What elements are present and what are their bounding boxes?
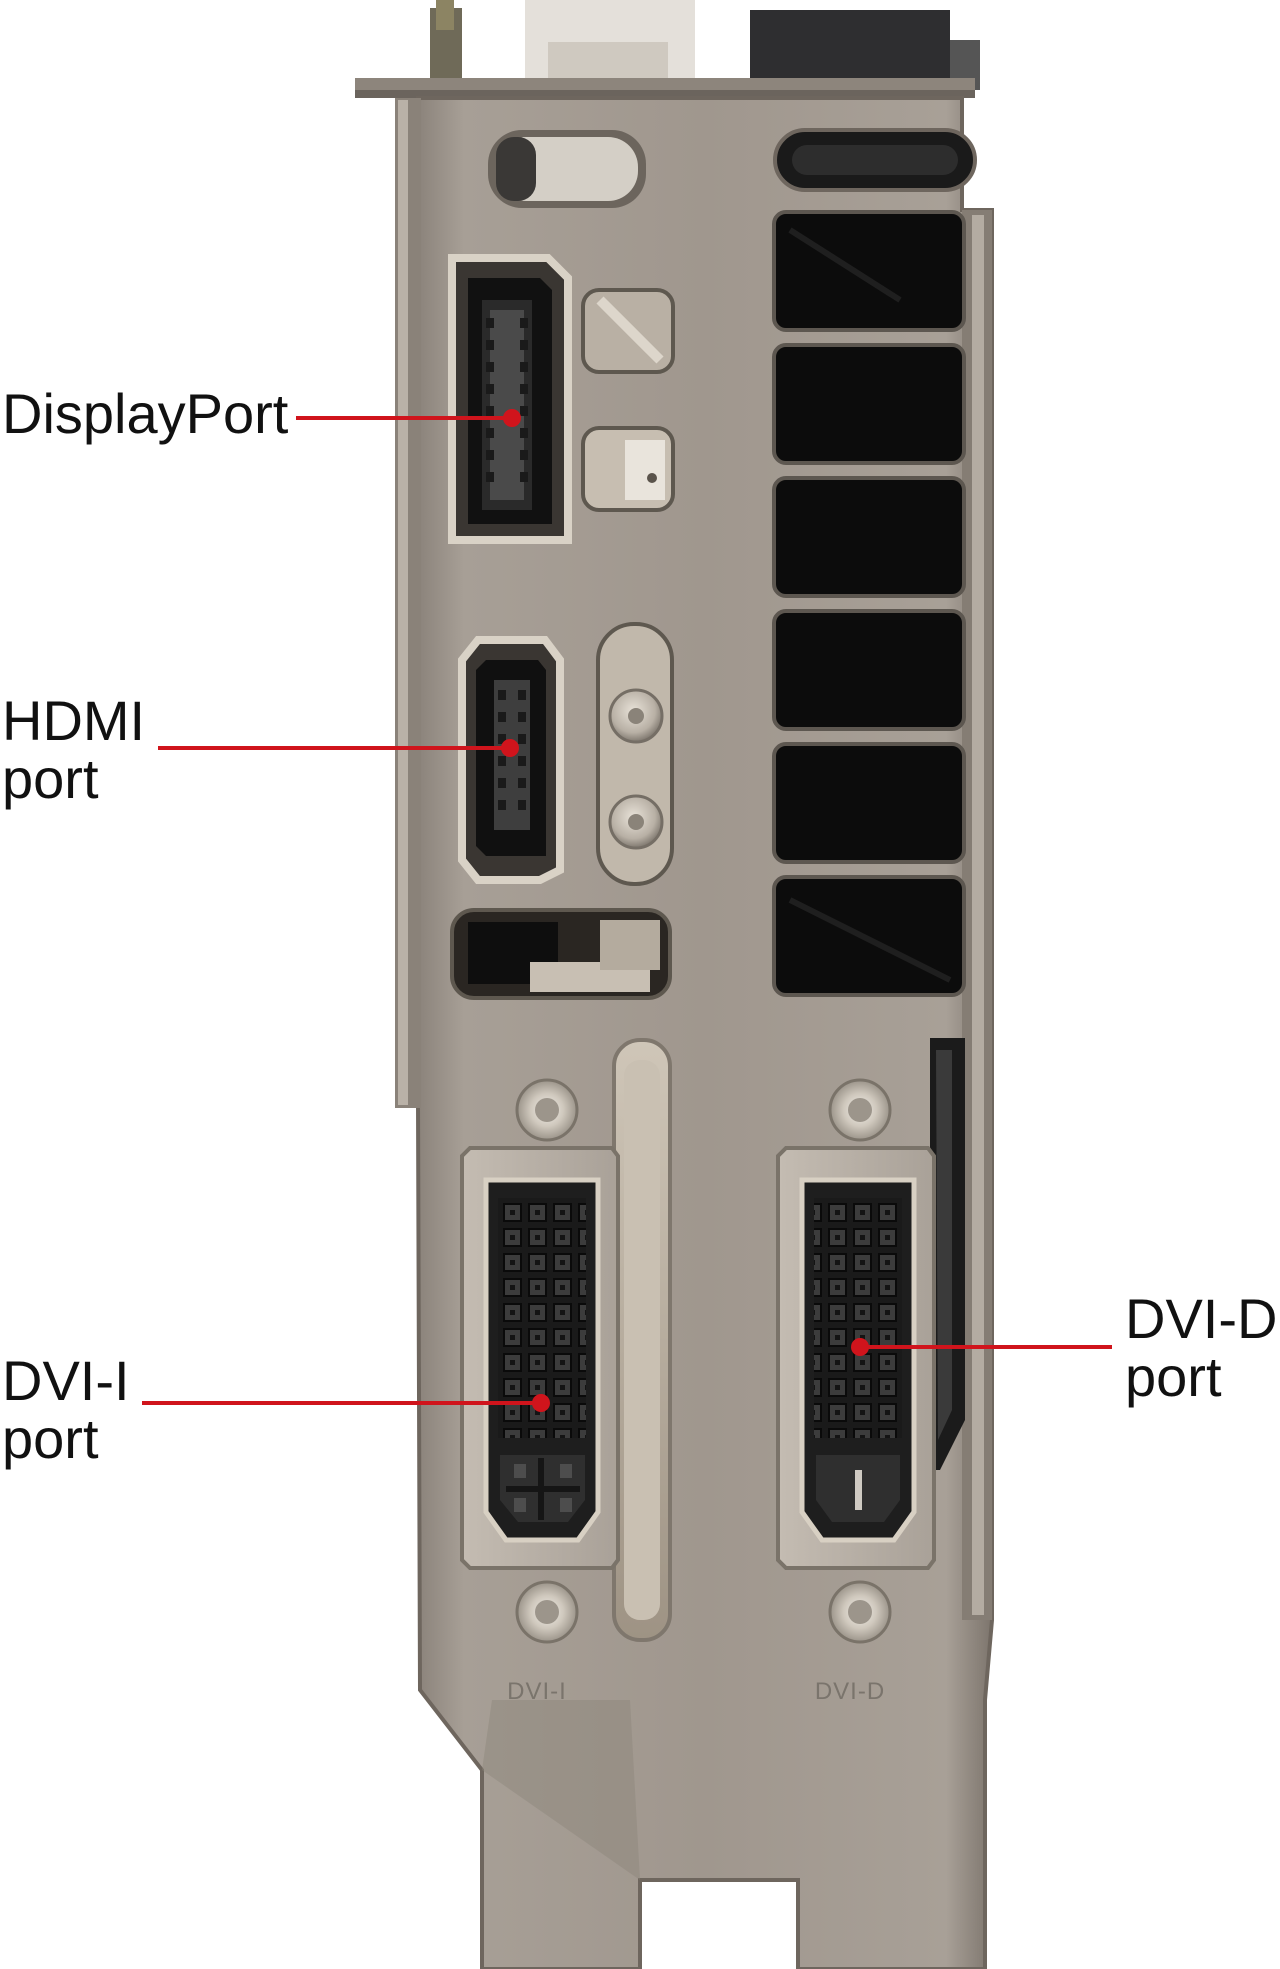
engraving-dvi-d: DVI-D xyxy=(815,1678,885,1705)
dvi-d-label-line2: port xyxy=(1125,1345,1222,1408)
hdmi-label-line1: HDMI xyxy=(2,689,146,752)
top-hardware xyxy=(355,0,980,98)
dvi-i-label-line2: port xyxy=(2,1407,99,1470)
hdmi-connector xyxy=(458,636,564,884)
dvi-i-connector xyxy=(460,1078,620,1644)
standoff-slot xyxy=(596,622,674,886)
displayport-connector xyxy=(448,254,572,544)
dvi-i-label: DVI-I port xyxy=(2,1352,130,1468)
lower-left-window xyxy=(450,908,672,1000)
dvi-i-label-line1: DVI-I xyxy=(2,1349,130,1412)
dvi-d-label-line1: DVI-D xyxy=(1125,1287,1278,1350)
small-windows xyxy=(581,288,675,512)
rubber-strip xyxy=(930,1038,965,1470)
leader-dot-displayport xyxy=(503,409,521,427)
top-right-port xyxy=(773,128,977,192)
leader-dot-dvi-d xyxy=(851,1338,869,1356)
upper-left-slot xyxy=(488,130,646,208)
dvi-d-label: DVI-D port xyxy=(1125,1290,1277,1406)
dvi-d-connector xyxy=(776,1078,936,1644)
engraving-dvi-i: DVI-I xyxy=(507,1678,567,1705)
hdmi-label-line2: port xyxy=(2,747,99,810)
leader-dot-dvi-i xyxy=(532,1394,550,1412)
leader-dot-hdmi xyxy=(501,739,519,757)
leader-lines xyxy=(142,409,1112,1412)
vent-windows xyxy=(772,210,966,997)
displayport-label-line1: DisplayPort xyxy=(2,382,289,445)
hdmi-label: HDMI port xyxy=(2,692,145,808)
bracket-fin xyxy=(612,1038,672,1642)
displayport-label: DisplayPort xyxy=(2,385,288,443)
